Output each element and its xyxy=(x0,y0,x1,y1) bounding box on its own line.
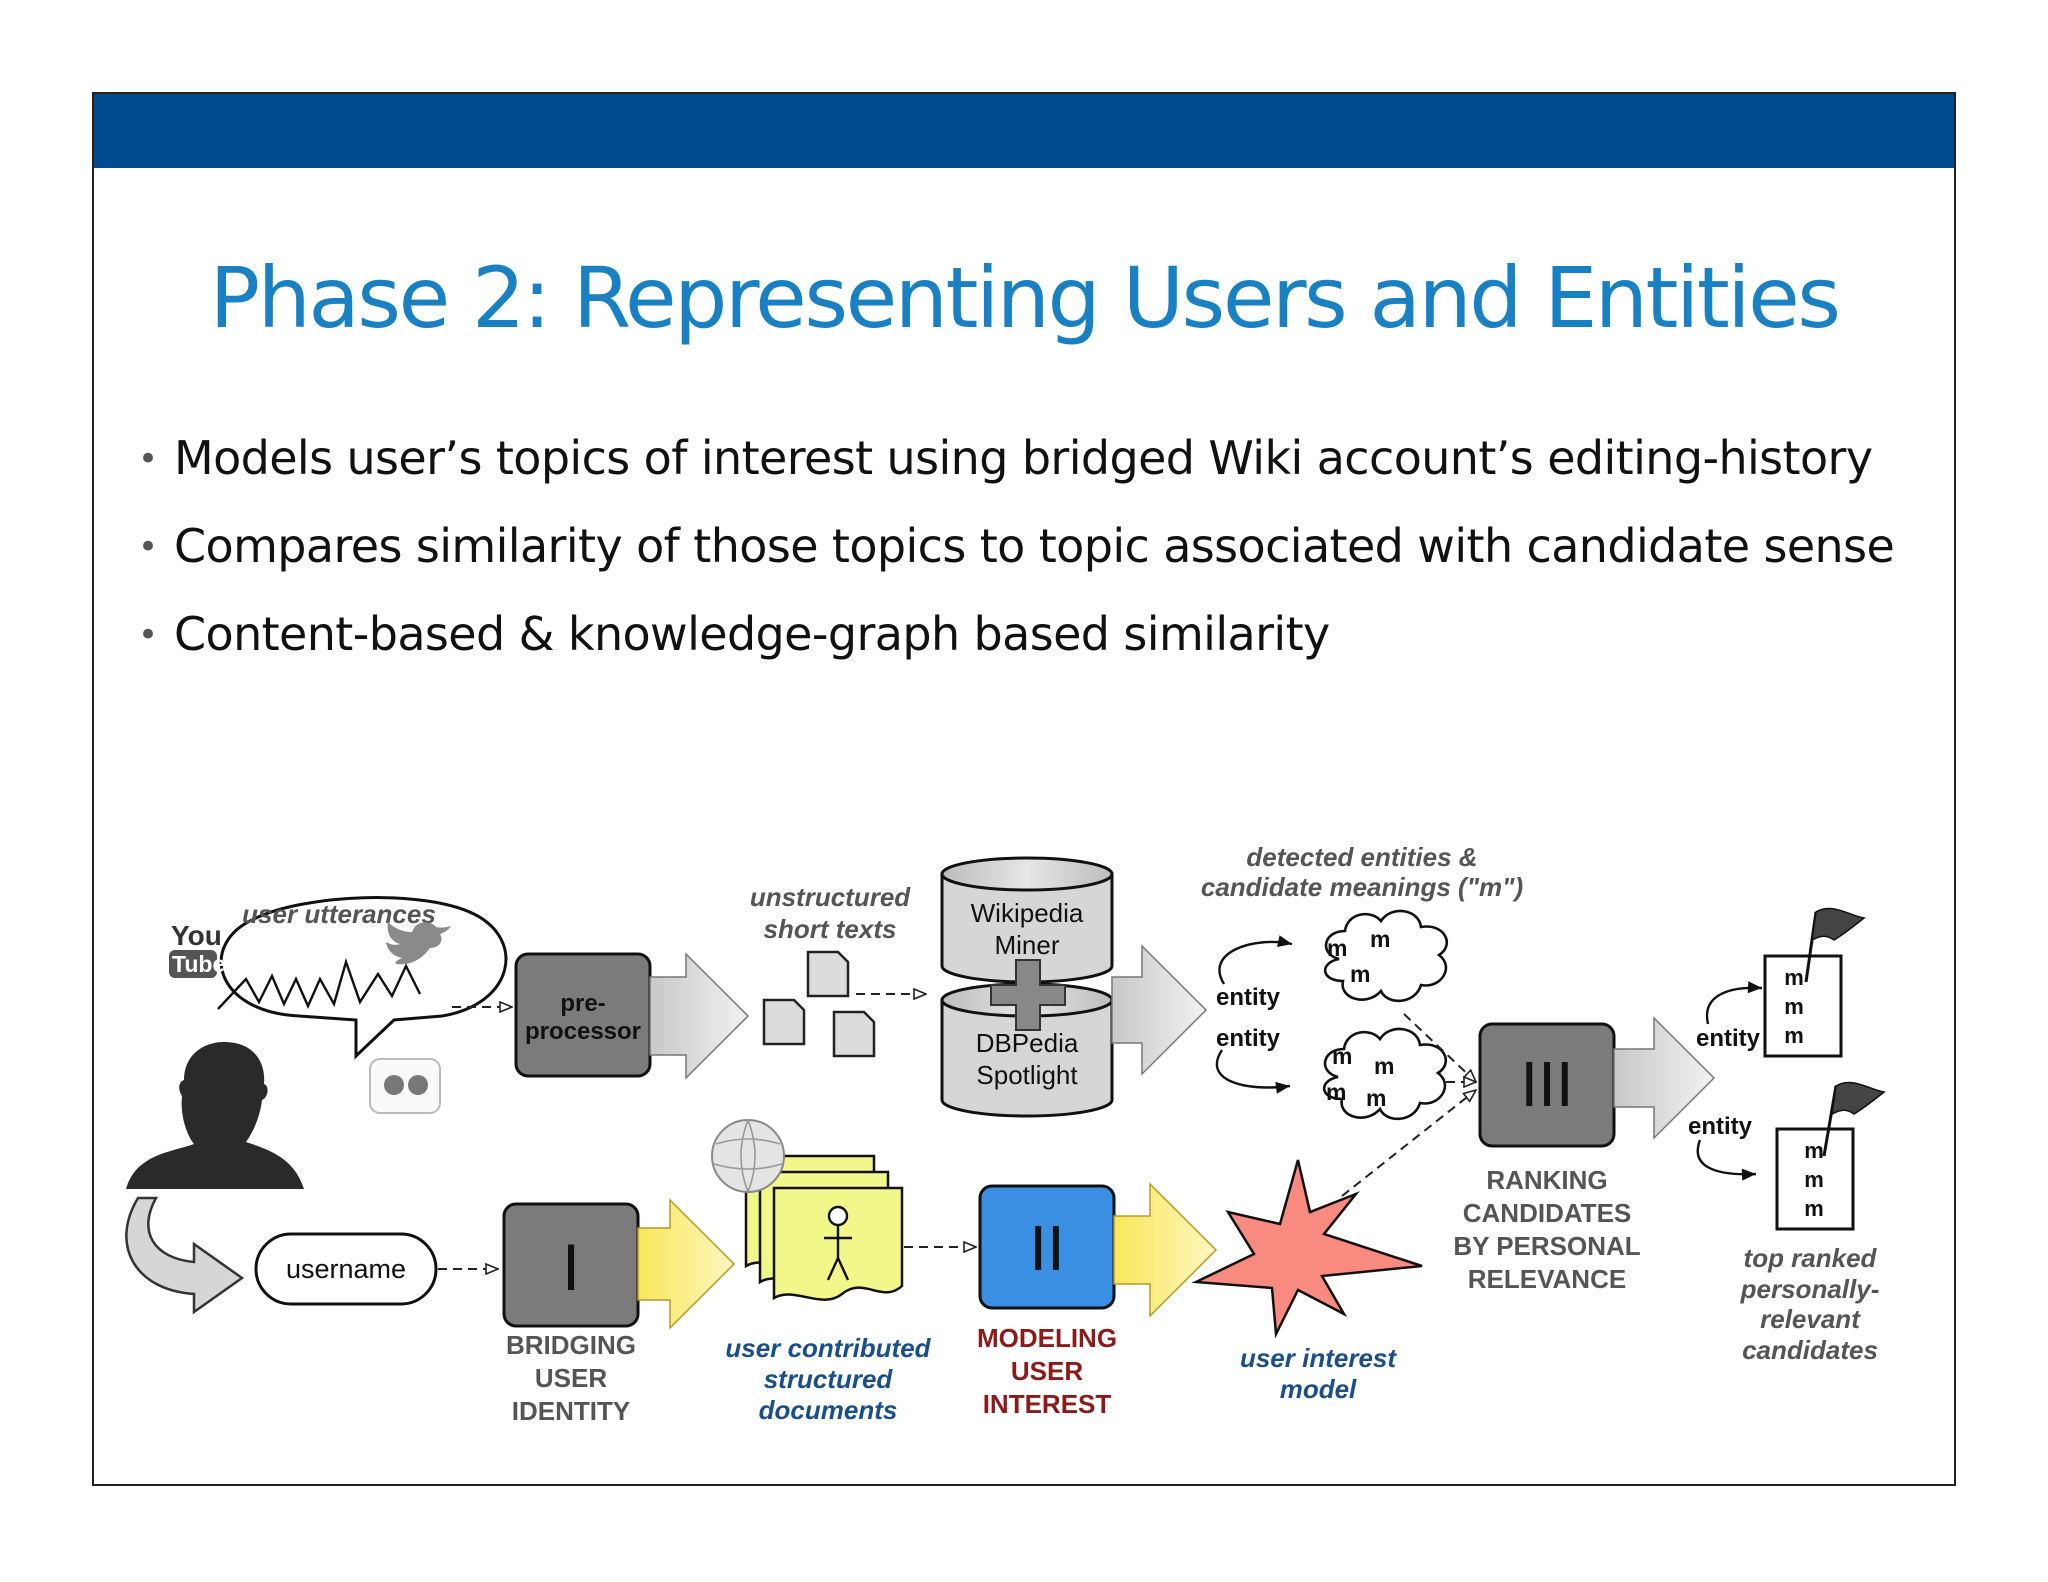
top-ranked-label: candidates xyxy=(1742,1335,1878,1365)
svg-text:pre-: pre- xyxy=(560,990,605,1017)
candidate-meanings-cloud: m m m m xyxy=(1322,1027,1448,1121)
bullet-text: Compares similarity of those topics to t… xyxy=(174,519,1895,573)
svg-text:username: username xyxy=(286,1254,406,1284)
wiki-documents-stack xyxy=(744,1154,904,1301)
cloud-to-ranking-arrow xyxy=(1403,1013,1476,1082)
entity-label: entity xyxy=(1216,984,1281,1011)
bullet-item: •Content-based & knowledge-graph based s… xyxy=(138,607,1330,661)
svg-text:m: m xyxy=(1804,1196,1824,1221)
ranking-candidates-label: RELEVANCE xyxy=(1468,1264,1626,1294)
twitter-bird-icon xyxy=(386,922,451,965)
svg-text:m: m xyxy=(1784,994,1804,1019)
unstructured-short-texts-label: unstructured xyxy=(750,882,911,912)
waveform-icon xyxy=(217,958,422,1010)
username-field: username xyxy=(254,1232,438,1306)
interest-model-star-icon xyxy=(1191,1159,1423,1339)
svg-text:m: m xyxy=(1784,965,1804,990)
svg-text:II: II xyxy=(1029,1212,1065,1284)
user-interest-model-label: model xyxy=(1280,1374,1357,1404)
user-contributed-documents-label: documents xyxy=(759,1395,898,1425)
wikipedia-globe-icon xyxy=(711,1119,785,1193)
bridging-user-identity-label: IDENTITY xyxy=(512,1396,630,1426)
slide: Phase 2: Representing Users and Entities… xyxy=(92,92,1956,1486)
stage-ii-box: II xyxy=(978,1184,1116,1310)
entity-to-list-arrow xyxy=(1705,981,1763,1025)
svg-text:You: You xyxy=(171,920,222,951)
candidate-meanings-cloud: m m m xyxy=(1323,909,1449,1003)
bullet-item: •Compares similarity of those topics to … xyxy=(138,519,1895,573)
detected-entities-label: candidate meanings ("m") xyxy=(1201,872,1523,902)
spotter-output-arrow xyxy=(1111,944,1208,1076)
wikipedia-miner-cylinder: Wikipedia Miner xyxy=(940,856,1114,984)
stage-i-box: I xyxy=(502,1202,640,1328)
entity-label: entity xyxy=(1696,1025,1761,1052)
svg-text:m: m xyxy=(1326,1079,1346,1105)
svg-text:m: m xyxy=(1370,926,1390,952)
modeling-output-arrow xyxy=(1113,1182,1218,1318)
bridging-user-identity-label: BRIDGING xyxy=(506,1330,636,1360)
modeling-user-interest-label: INTEREST xyxy=(983,1389,1112,1419)
unstructured-short-texts-label: short texts xyxy=(764,914,897,944)
user-contributed-documents-label: structured xyxy=(764,1364,894,1394)
svg-text:m: m xyxy=(1332,1043,1352,1069)
bridging-user-identity-label: USER xyxy=(535,1363,607,1393)
ranked-candidates-list: m m m xyxy=(1775,1127,1855,1231)
youtube-icon: You Tube xyxy=(169,920,225,978)
top-ranked-label: personally- xyxy=(1740,1274,1880,1304)
ranked-candidates-list: m m m xyxy=(1763,954,1843,1058)
stage-iii-box: III xyxy=(1478,1022,1616,1148)
preprocessor-box: pre- processor xyxy=(514,952,652,1078)
flickr-icon xyxy=(369,1058,441,1114)
svg-text:processor: processor xyxy=(525,1018,641,1045)
svg-text:Miner: Miner xyxy=(994,930,1059,960)
short-text-document-icons xyxy=(762,950,876,1058)
entity-label: entity xyxy=(1216,1025,1281,1052)
modeling-user-interest-label: MODELING xyxy=(977,1323,1117,1353)
plus-icon xyxy=(990,959,1066,1031)
user-to-username-arrow xyxy=(125,1196,245,1315)
modeling-user-interest-label: USER xyxy=(1011,1356,1083,1386)
entity-label: entity xyxy=(1688,1113,1753,1140)
svg-text:Spotlight: Spotlight xyxy=(976,1060,1078,1090)
preprocessor-output-arrow xyxy=(649,952,750,1080)
header-band xyxy=(94,94,1954,168)
user-interest-model-label: user interest xyxy=(1240,1343,1397,1373)
bullet-text: Content-based & knowledge-graph based si… xyxy=(174,607,1330,661)
entity-to-list-arrow xyxy=(1696,1139,1757,1181)
svg-text:m: m xyxy=(1350,961,1370,987)
top-ranked-label: relevant xyxy=(1760,1304,1861,1334)
user-silhouette-icon xyxy=(126,1042,304,1189)
bullet-list: •Models user’s topics of interest using … xyxy=(138,414,1895,678)
entity-to-cloud-arrow xyxy=(1218,935,1293,985)
svg-text:DBPedia: DBPedia xyxy=(976,1028,1079,1058)
bridging-output-arrow xyxy=(637,1198,736,1330)
ranking-candidates-label: RANKING xyxy=(1486,1165,1607,1195)
svg-text:m: m xyxy=(1366,1085,1386,1111)
svg-text:m: m xyxy=(1804,1138,1824,1163)
svg-text:III: III xyxy=(1520,1048,1573,1120)
detected-entities-label: detected entities & xyxy=(1246,842,1477,872)
ranking-candidates-label: BY PERSONAL xyxy=(1453,1231,1640,1261)
flag-icon xyxy=(1804,907,1866,983)
model-to-ranking-arrow xyxy=(1341,1090,1476,1197)
svg-text:m: m xyxy=(1327,935,1347,961)
slide-title: Phase 2: Representing Users and Entities xyxy=(209,249,1841,347)
svg-text:Wikipedia: Wikipedia xyxy=(971,898,1084,928)
ranking-candidates-label: CANDIDATES xyxy=(1463,1198,1632,1228)
flag-icon xyxy=(1822,1081,1886,1157)
ranking-output-arrow xyxy=(1613,1016,1716,1140)
bullet-text: Models user’s topics of interest using b… xyxy=(174,431,1873,485)
svg-text:m: m xyxy=(1374,1053,1394,1079)
pipeline-diagram: user utterances You Tube pre- processor … xyxy=(125,842,1886,1426)
svg-text:Tube: Tube xyxy=(172,951,225,977)
svg-text:I: I xyxy=(562,1230,580,1304)
user-contributed-documents-label: user contributed xyxy=(725,1333,931,1363)
svg-text:m: m xyxy=(1804,1167,1824,1192)
svg-text:m: m xyxy=(1784,1023,1804,1048)
stick-figure-icon xyxy=(824,1205,852,1281)
entity-to-cloud-arrow xyxy=(1215,1049,1291,1094)
user-utterances-label: user utterances xyxy=(242,899,436,929)
bullet-item: •Models user’s topics of interest using … xyxy=(138,431,1873,485)
top-ranked-label: top ranked xyxy=(1744,1243,1878,1273)
